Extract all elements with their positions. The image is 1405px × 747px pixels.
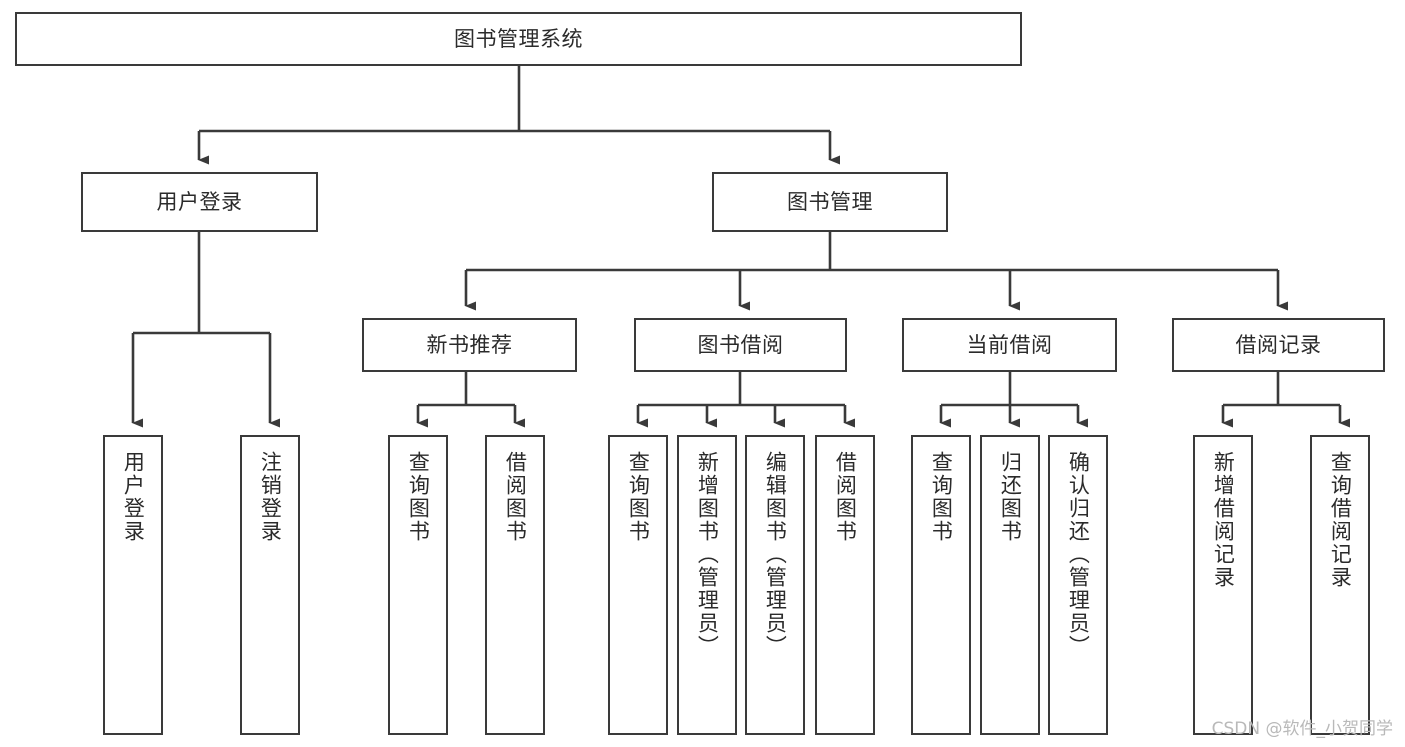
leaf-borrow-record-query-label: 查询借阅记录: [1328, 451, 1353, 589]
leaf-new-book-query-label: 查询图书: [406, 451, 431, 543]
leaf-book-borrow-borrow[interactable]: 借阅图书: [815, 435, 875, 735]
node-book-management-label: 图书管理: [787, 189, 873, 214]
leaf-current-borrow-query-label: 查询图书: [929, 451, 954, 543]
leaf-book-borrow-add[interactable]: 新增图书（管理员）: [677, 435, 737, 735]
leaf-borrow-record-add-label: 新增借阅记录: [1211, 451, 1236, 589]
leaf-borrow-record-query[interactable]: 查询借阅记录: [1310, 435, 1370, 735]
node-root[interactable]: 图书管理系统: [15, 12, 1022, 66]
leaf-current-borrow-confirm-label: 确认归还（管理员）: [1066, 451, 1091, 658]
node-user-login[interactable]: 用户登录: [81, 172, 318, 232]
leaf-user-login-login[interactable]: 用户登录: [103, 435, 163, 735]
leaf-current-borrow-confirm[interactable]: 确认归还（管理员）: [1048, 435, 1108, 735]
leaf-book-borrow-edit-label: 编辑图书（管理员）: [763, 451, 788, 658]
node-new-book-recommend[interactable]: 新书推荐: [362, 318, 577, 372]
leaf-new-book-borrow[interactable]: 借阅图书: [485, 435, 545, 735]
leaf-user-login-login-label: 用户登录: [121, 451, 146, 543]
node-book-borrow[interactable]: 图书借阅: [634, 318, 847, 372]
leaf-user-login-logout-label: 注销登录: [258, 451, 283, 543]
node-current-borrow[interactable]: 当前借阅: [902, 318, 1117, 372]
node-root-label: 图书管理系统: [454, 26, 583, 51]
leaf-new-book-query[interactable]: 查询图书: [388, 435, 448, 735]
leaf-new-book-borrow-label: 借阅图书: [503, 451, 528, 543]
leaf-current-borrow-return-label: 归还图书: [998, 451, 1023, 543]
leaf-current-borrow-query[interactable]: 查询图书: [911, 435, 971, 735]
node-book-borrow-label: 图书借阅: [697, 332, 784, 357]
leaf-current-borrow-return[interactable]: 归还图书: [980, 435, 1040, 735]
node-current-borrow-label: 当前借阅: [966, 332, 1053, 357]
node-borrow-record[interactable]: 借阅记录: [1172, 318, 1385, 372]
leaf-book-borrow-edit[interactable]: 编辑图书（管理员）: [745, 435, 805, 735]
leaf-book-borrow-query[interactable]: 查询图书: [608, 435, 668, 735]
leaf-book-borrow-borrow-label: 借阅图书: [833, 451, 858, 543]
node-borrow-record-label: 借阅记录: [1235, 332, 1322, 357]
leaf-borrow-record-add[interactable]: 新增借阅记录: [1193, 435, 1253, 735]
node-new-book-recommend-label: 新书推荐: [426, 332, 513, 357]
node-book-management[interactable]: 图书管理: [712, 172, 948, 232]
watermark-text: CSDN @软件_小贺同学: [1211, 719, 1393, 739]
leaf-user-login-logout[interactable]: 注销登录: [240, 435, 300, 735]
leaf-book-borrow-query-label: 查询图书: [626, 451, 651, 543]
leaf-book-borrow-add-label: 新增图书（管理员）: [695, 451, 720, 658]
node-user-login-label: 用户登录: [156, 189, 243, 214]
